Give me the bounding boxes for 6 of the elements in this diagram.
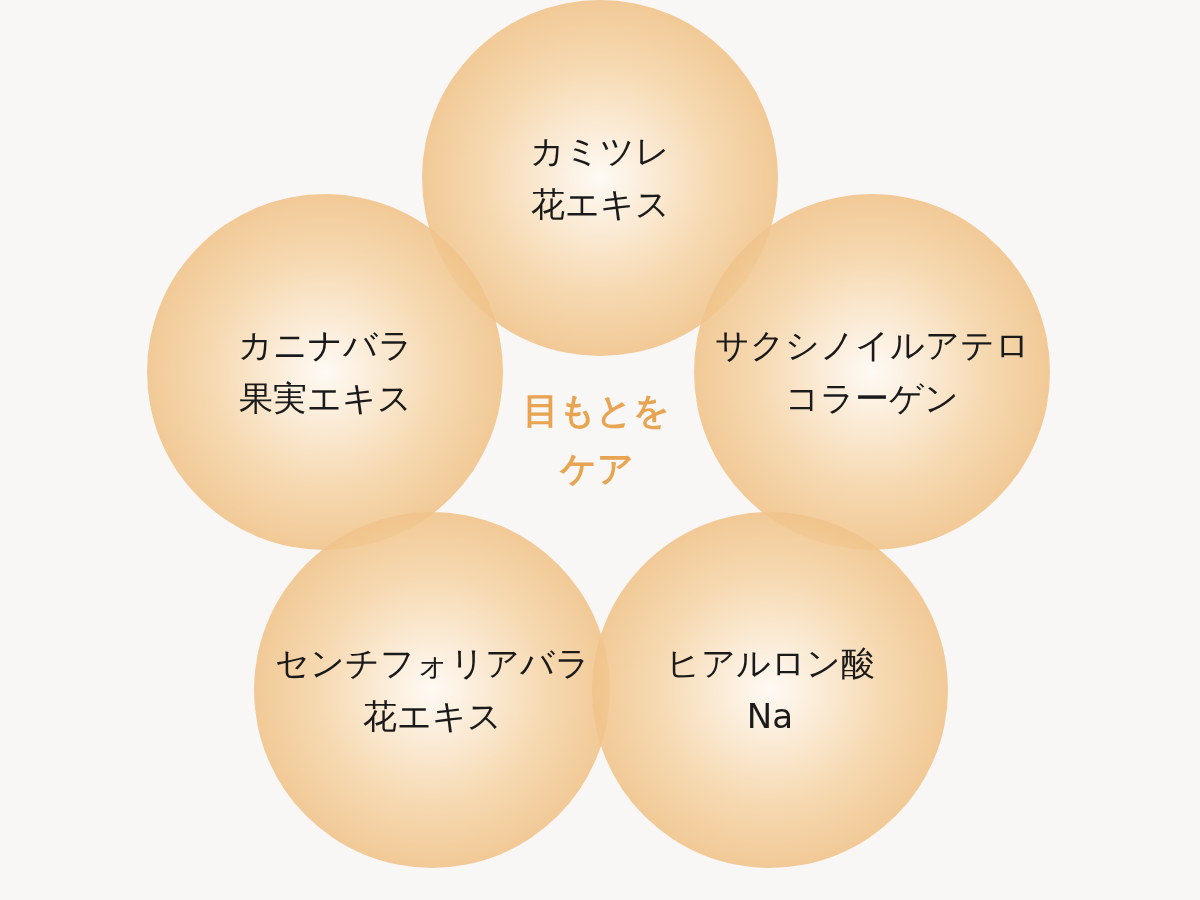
ingredient-name: カミツレ花エキス: [529, 130, 671, 226]
center-caption: 目もとをケア: [522, 389, 672, 491]
ingredient-name: サクシノイルアテロコラーゲン: [713, 324, 1031, 420]
ingredient-name: センチフォリアバラ花エキス: [273, 642, 591, 738]
ingredient-name: ヒアルロン酸Na: [664, 642, 876, 738]
ingredient-name: カニナバラ果実エキス: [236, 324, 414, 420]
